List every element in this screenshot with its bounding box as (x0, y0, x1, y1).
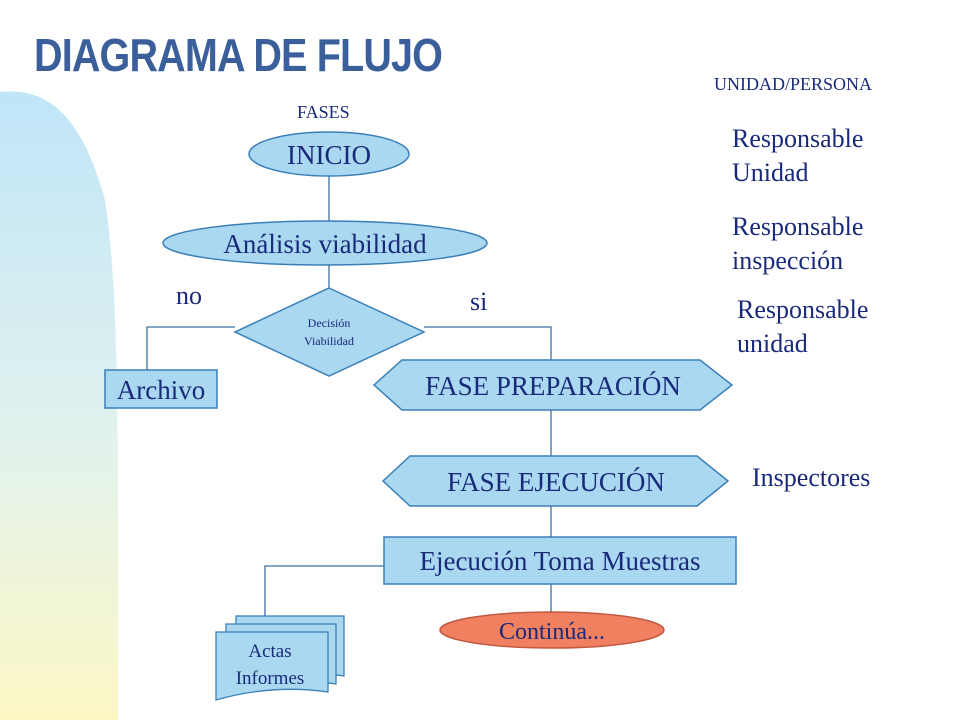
start-node-label: INICIO (287, 140, 371, 170)
responsible-unit-2-line1: Responsable (737, 295, 869, 324)
decision-label-line1: Decisión (308, 316, 351, 330)
sampling-node[interactable]: Ejecución Toma Muestras (383, 536, 737, 585)
decision-label-line2: Viabilidad (304, 334, 354, 348)
responsible-unit-2: Responsable unidad (737, 293, 868, 361)
archive-node[interactable]: Archivo (104, 369, 218, 409)
continue-node[interactable]: Continúa... (439, 611, 665, 649)
execution-phase-label: FASE EJECUCIÓN (447, 467, 665, 497)
start-node[interactable]: INICIO (248, 131, 410, 177)
unidad-persona-header: UNIDAD/PERSONA (714, 74, 873, 94)
fases-header: FASES (297, 102, 350, 122)
archive-node-label: Archivo (117, 375, 205, 405)
sampling-node-label: Ejecución Toma Muestras (419, 546, 700, 576)
continue-node-label: Continúa... (499, 619, 605, 645)
documents-label-line2: Informes (236, 668, 305, 689)
responsible-unit-1: Responsable Unidad (732, 122, 863, 190)
responsible-inspection: Responsable inspección (732, 210, 863, 278)
branch-si-label: si (470, 287, 487, 316)
preparation-phase-node[interactable]: FASE PREPARACIÓN (372, 359, 734, 411)
execution-phase-node[interactable]: FASE EJECUCIÓN (381, 455, 730, 507)
preparation-phase-label: FASE PREPARACIÓN (425, 371, 681, 401)
responsible-inspection-line2: inspección (732, 246, 844, 275)
decision-node[interactable]: Decisión Viabilidad (233, 287, 426, 377)
background-swoosh (0, 91, 119, 720)
inspectors-label: Inspectores (752, 463, 871, 492)
documents-node[interactable]: Actas Informes (215, 615, 345, 701)
branch-no-label: no (176, 281, 202, 310)
responsible-inspection-line1: Responsable (732, 212, 864, 241)
connector-lines (146, 176, 552, 616)
analysis-node-label: Análisis viabilidad (223, 229, 427, 259)
responsible-unit-1-line2: Unidad (732, 158, 809, 187)
responsible-unit-2-line2: unidad (737, 329, 808, 358)
slide-title: DIAGRAMA DE FLUJO (34, 29, 443, 81)
analysis-node[interactable]: Análisis viabilidad (162, 220, 488, 266)
responsible-unit-1-line1: Responsable (732, 124, 864, 153)
documents-label-line1: Actas (248, 641, 291, 662)
